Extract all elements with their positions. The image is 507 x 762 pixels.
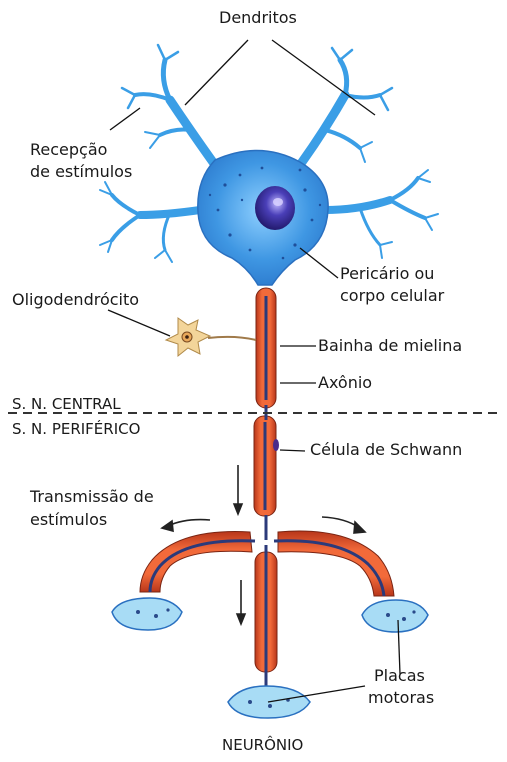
nucleus: [255, 186, 295, 230]
label-sn-central: S. N. CENTRAL: [12, 395, 121, 414]
oligodendrocyte: [166, 318, 256, 356]
label-bainha: Bainha de mielina: [318, 336, 462, 355]
label-transmissao-2: estímulos: [30, 510, 107, 529]
label-pericario-2: corpo celular: [340, 286, 444, 305]
label-axonio: Axônio: [318, 373, 372, 392]
label-schwann: Célula de Schwann: [310, 440, 462, 459]
label-recepcao-2: de estímulos: [30, 162, 132, 181]
label-transmissao-1: Transmissão de: [30, 487, 154, 506]
label-placas-2: motoras: [368, 688, 434, 707]
label-pericario-1: Pericário ou: [340, 264, 434, 283]
nucleolus: [273, 198, 283, 206]
schwann-nucleus: [273, 439, 279, 451]
label-dendritos: Dendritos: [219, 8, 297, 27]
caption: NEURÔNIO: [222, 736, 303, 755]
label-placas-1: Placas: [374, 666, 425, 685]
label-recepcao-1: Recepção: [30, 140, 107, 159]
label-oligodendrocito: Oligodendrócito: [12, 290, 139, 309]
label-sn-periferico: S. N. PERIFÉRICO: [12, 420, 140, 439]
